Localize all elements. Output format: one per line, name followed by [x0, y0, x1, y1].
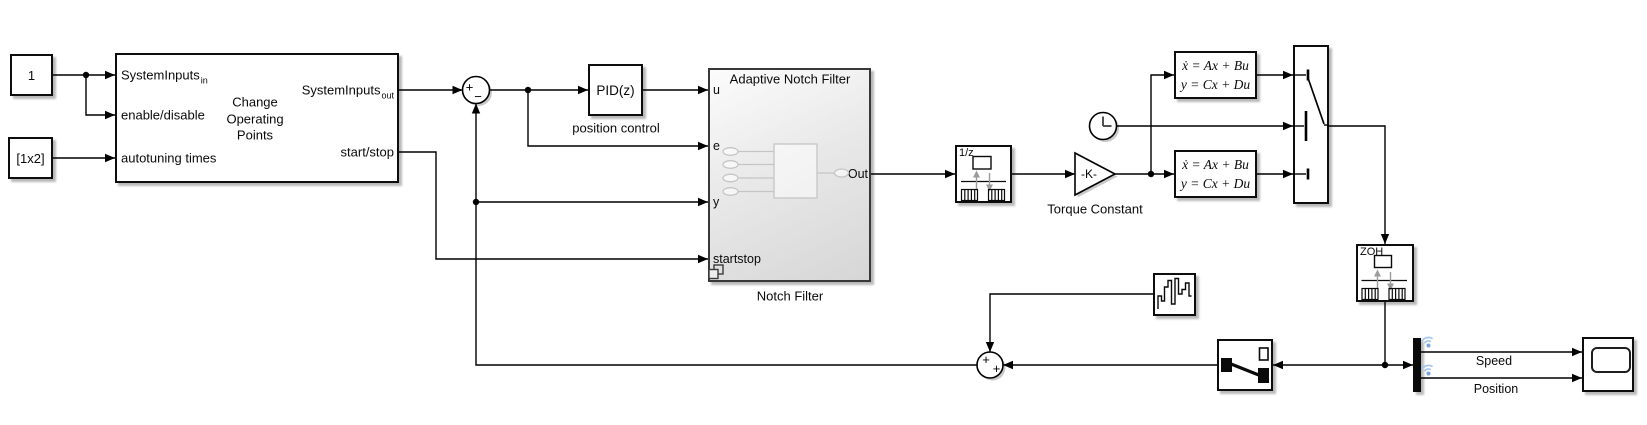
switch-block[interactable] [1293, 45, 1329, 204]
cop-outport-systeminputs: SystemInputsout [301, 82, 394, 101]
sum1-sign-south: − [474, 89, 482, 104]
notch-filter-label: Notch Filter [756, 288, 824, 304]
state-space-lower-block[interactable]: ẋ = Ax + Bu y = Cx + Du [1174, 150, 1257, 198]
scope-block[interactable] [1582, 337, 1634, 392]
notch-port-u: u [713, 83, 720, 97]
sum2-sign-east: + [993, 361, 1001, 376]
cop-inport-autotuning-times: autotuning times [121, 150, 217, 166]
clock-icon [1102, 116, 1112, 127]
constant-block-1x2[interactable]: [1x2] [8, 137, 53, 179]
speed-signal-label: Speed [1475, 354, 1513, 368]
clock-block[interactable] [1088, 111, 1118, 141]
torque-constant-label: Torque Constant [1047, 201, 1143, 217]
state-space-upper-block[interactable]: ẋ = Ax + Bu y = Cx + Du [1174, 51, 1257, 99]
constant-value: 1 [27, 67, 36, 83]
constant-value: [1x2] [16, 150, 45, 166]
rate-transition-text: 1/z [959, 147, 974, 159]
manual-switch-block[interactable] [1217, 339, 1273, 391]
scope-screen-icon [1591, 347, 1631, 373]
cop-block-name: Change Operating Points [226, 94, 284, 143]
cop-outport-start-stop: start/stop [340, 144, 394, 160]
signal-logging-badge-speed-icon[interactable] [1420, 336, 1435, 349]
cop-inport-systeminputs: SystemInputsin [121, 67, 208, 86]
zoh-text: ZOH [1360, 246, 1384, 258]
sum-junction-2[interactable]: + + [976, 351, 1004, 379]
sum1-sign-west: + [466, 80, 474, 95]
position-signal-label: Position [1473, 382, 1519, 396]
torque-constant-gain[interactable]: -K- [1074, 151, 1117, 197]
adaptive-notch-filter-block[interactable] [708, 68, 871, 282]
notch-port-startstop: startstop [713, 252, 761, 266]
sum-junction-1[interactable]: + − [461, 75, 491, 105]
notch-title: Adaptive Notch Filter [729, 71, 851, 87]
cop-inport-enable-disable: enable/disable [121, 107, 205, 123]
sum2-sign-north: + [982, 352, 990, 367]
gain-text: -K- [1081, 167, 1097, 181]
notch-port-y: y [713, 195, 720, 209]
signal-logging-badge-position-icon[interactable] [1420, 364, 1435, 377]
demux-block[interactable] [1413, 338, 1421, 392]
change-operating-points-block[interactable] [115, 53, 399, 183]
notch-port-e: e [713, 139, 720, 153]
random-source-block[interactable] [1153, 273, 1196, 316]
pid-controller-block[interactable]: PID(z) [588, 64, 643, 116]
notch-port-out: Out [847, 166, 868, 181]
constant-block-1[interactable]: 1 [10, 54, 53, 96]
position-control-label: position control [572, 120, 660, 136]
